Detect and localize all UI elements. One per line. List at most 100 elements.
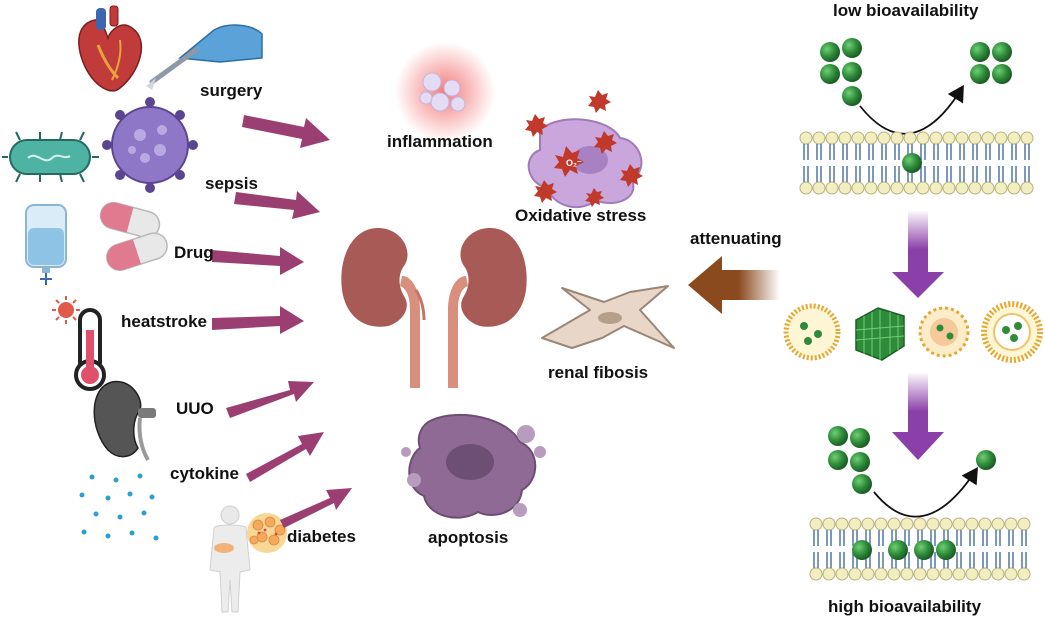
lipid-head [822, 517, 836, 547]
label-oxidative-stress: Oxidative stress [515, 206, 647, 225]
label-high-bioavailability: high bioavailability [828, 597, 982, 616]
membrane-molecule-top [902, 153, 922, 173]
virus-icon [102, 97, 198, 193]
label-surgery: surgery [200, 81, 263, 100]
lipid-head [874, 551, 888, 581]
label-apoptosis: apoptosis [428, 528, 509, 547]
label-diabetes: diabetes [287, 527, 356, 546]
cause-arrow-uuo [226, 381, 314, 418]
process-arrow-1 [892, 210, 944, 298]
lipid-head [991, 517, 1005, 547]
lipid-head [1020, 165, 1034, 195]
lipid-head [809, 551, 823, 581]
lipid-head [809, 517, 823, 547]
high-bioavailability-molecules [828, 426, 996, 518]
lipid-head [929, 131, 943, 161]
label-low-bioavailability: low bioavailability [833, 1, 979, 20]
lipid-head [799, 131, 813, 161]
ros-burst-icons [525, 90, 643, 207]
label-heatstroke: heatstroke [121, 312, 207, 331]
membrane-molecules-bottom [852, 540, 956, 560]
lipid-head [851, 131, 865, 161]
lipid-head [965, 551, 979, 581]
lipid-head [838, 165, 852, 195]
lipid-head [838, 131, 852, 161]
label-drug: Drug [174, 243, 214, 262]
sun-icon [52, 296, 80, 324]
nanocrystal-cube-icon [855, 307, 905, 361]
lipid-head [1004, 551, 1018, 581]
attenuating-arrow [688, 256, 780, 314]
micelle-icon [918, 306, 970, 358]
kidney-pair-icon [341, 228, 527, 388]
lipid-head [864, 131, 878, 161]
lipid-head [952, 517, 966, 547]
ros-label: O₂⁻ [566, 158, 582, 168]
fibroblast-icon [541, 285, 675, 349]
lipid-head [825, 165, 839, 195]
label-cytokine: cytokine [170, 464, 239, 483]
lipid-head [965, 517, 979, 547]
lipid-head [864, 165, 878, 195]
label-inflammation: inflammation [387, 132, 493, 151]
lipid-head [1007, 165, 1021, 195]
lipid-head [877, 165, 891, 195]
lipid-head [835, 517, 849, 547]
lipid-head [994, 165, 1008, 195]
human-body-icon [209, 505, 251, 613]
cause-arrow-diabetes [280, 488, 352, 528]
lipid-head [877, 131, 891, 161]
low-bioavailability-molecules [820, 38, 1012, 135]
lipid-head [1020, 131, 1034, 161]
cause-arrow-surgery [242, 115, 330, 148]
lipid-head [874, 517, 888, 547]
lipid-head [1017, 517, 1031, 547]
label-renal-fibrosis: renal fibosis [548, 363, 649, 382]
lipid-head [1017, 551, 1031, 581]
label-attenuating: attenuating [690, 229, 782, 248]
lipid-head [851, 165, 865, 195]
adipocyte-cluster-icon [247, 513, 287, 553]
lipid-head [942, 131, 956, 161]
lipid-head [955, 165, 969, 195]
lipid-head [1004, 517, 1018, 547]
lipid-head [812, 165, 826, 195]
lipid-head [942, 165, 956, 195]
iv-bag-icon [25, 204, 67, 285]
lipid-head [890, 165, 904, 195]
inflammation-glow-icon [395, 42, 495, 142]
cause-arrow-cytokine [246, 432, 324, 482]
lipid-head [952, 551, 966, 581]
lipid-head [812, 131, 826, 161]
lipid-head [978, 551, 992, 581]
lipid-head [890, 131, 904, 161]
lipid-head [835, 551, 849, 581]
lipid-head [981, 165, 995, 195]
lipid-head [968, 131, 982, 161]
liposome-icon [783, 303, 841, 361]
process-arrow-2 [892, 372, 944, 460]
lipid-head [981, 131, 995, 161]
heart-icon [78, 5, 143, 92]
cause-arrow-sepsis [234, 191, 320, 219]
lipid-head [991, 551, 1005, 581]
lipid-head [929, 165, 943, 195]
particles-icon [79, 473, 159, 541]
lipid-head [978, 517, 992, 547]
cause-arrows [212, 115, 352, 528]
lipid-head [955, 131, 969, 161]
capsule-icon [99, 201, 168, 272]
lipid-head [994, 131, 1008, 161]
lipid-head [1007, 131, 1021, 161]
lipid-head [825, 131, 839, 161]
label-sepsis: sepsis [205, 174, 258, 193]
lipid-head [968, 165, 982, 195]
thermometer-icon [74, 308, 106, 391]
lipid-head [799, 165, 813, 195]
bacteria-icon [2, 131, 99, 183]
label-uuo: UUO [176, 399, 214, 418]
cause-arrow-heatstroke [212, 306, 304, 334]
apoptotic-cell-icon [401, 413, 546, 519]
